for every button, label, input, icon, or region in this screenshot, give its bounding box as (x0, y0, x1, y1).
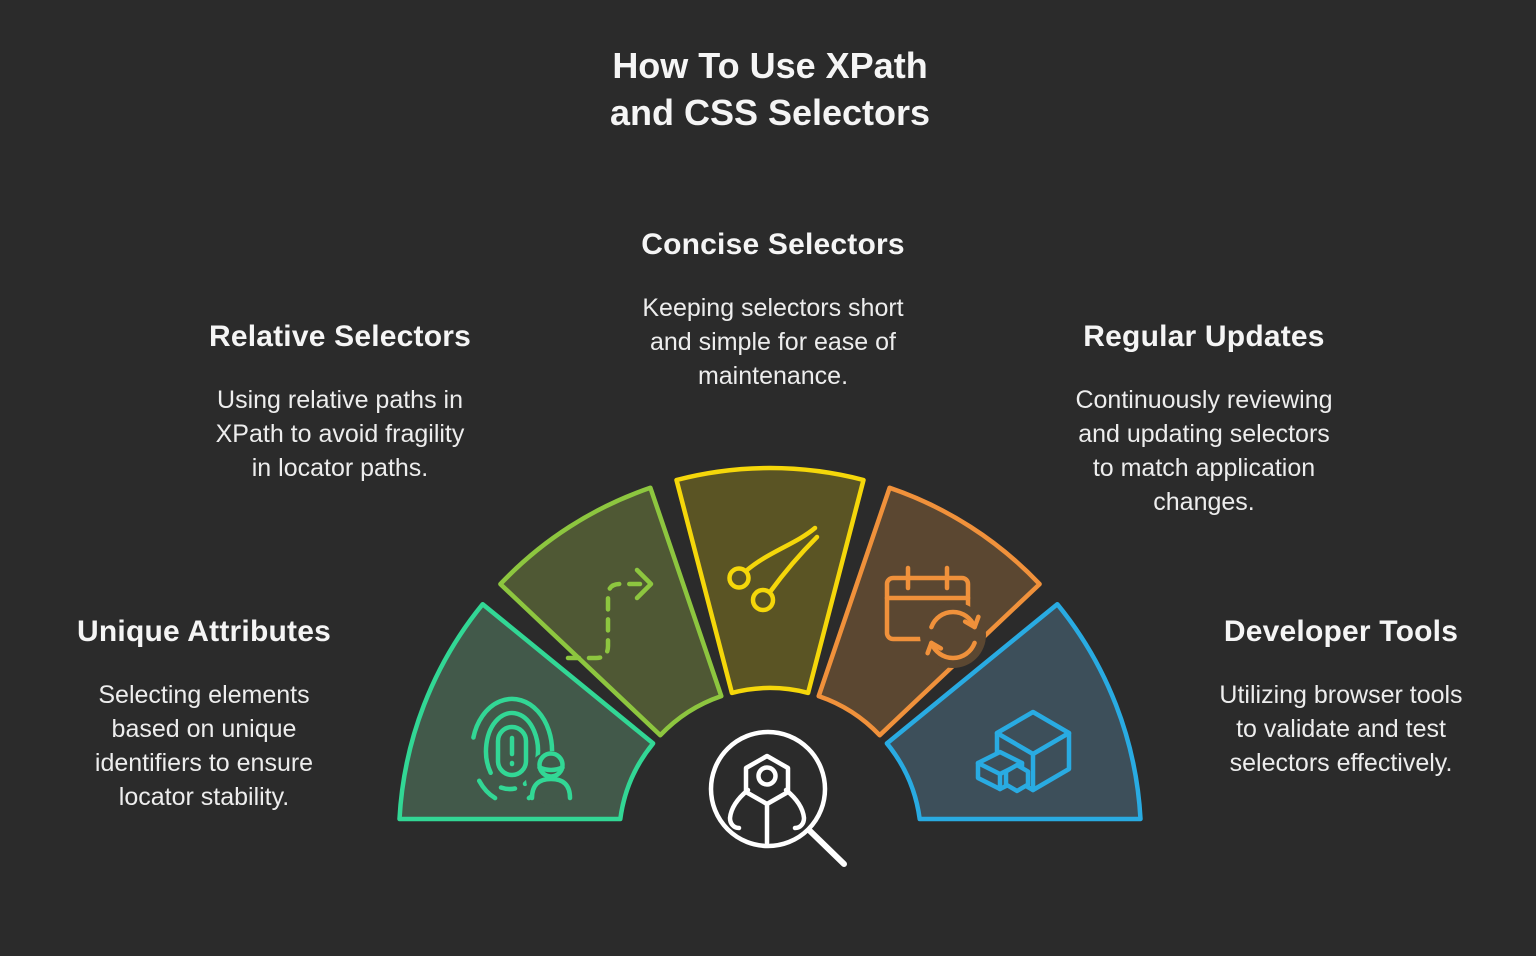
wedge-developer-tools (884, 601, 1143, 822)
cubes-icon (975, 709, 1072, 794)
fingerprint-user-icon (471, 696, 580, 805)
calendar-refresh-icon (884, 565, 986, 668)
feature-body: Selecting elements based on unique ident… (94, 681, 314, 811)
feature-heading: Developer Tools (1223, 615, 1459, 648)
feature-heading: Regular Updates (1083, 320, 1325, 353)
scissors-icon (727, 525, 820, 613)
dashed-path-arrow-icon (565, 567, 654, 661)
feature-regular-updates: Regular Updates Continuously reviewing a… (1014, 320, 1394, 519)
magnifier-grabber-icon (708, 729, 847, 867)
feature-heading: Concise Selectors (641, 228, 905, 261)
feature-body: Keeping selectors short and simple for e… (642, 294, 904, 390)
feature-body: Continuously reviewing and updating sele… (1075, 386, 1333, 516)
wedge-concise-selectors (674, 465, 866, 696)
feature-relative-selectors: Relative Selectors Using relative paths … (150, 320, 530, 485)
feature-heading: Relative Selectors (208, 320, 472, 353)
wedge-relative-selectors (498, 485, 724, 738)
wedge-regular-updates (816, 485, 1042, 738)
feature-concise-selectors: Concise Selectors Keeping selectors shor… (583, 228, 963, 393)
fan-wedges (397, 465, 1143, 822)
feature-heading: Unique Attributes (77, 615, 331, 648)
feature-unique-attributes: Unique Attributes Selecting elements bas… (24, 615, 384, 814)
wedge-unique-attributes (397, 601, 656, 822)
feature-body: Using relative paths in XPath to avoid f… (215, 386, 465, 482)
page-title: How To Use XPath and CSS Selectors (609, 45, 931, 133)
feature-developer-tools: Developer Tools Utilizing browser tools … (1161, 615, 1521, 780)
feature-body: Utilizing browser tools to validate and … (1219, 681, 1463, 777)
